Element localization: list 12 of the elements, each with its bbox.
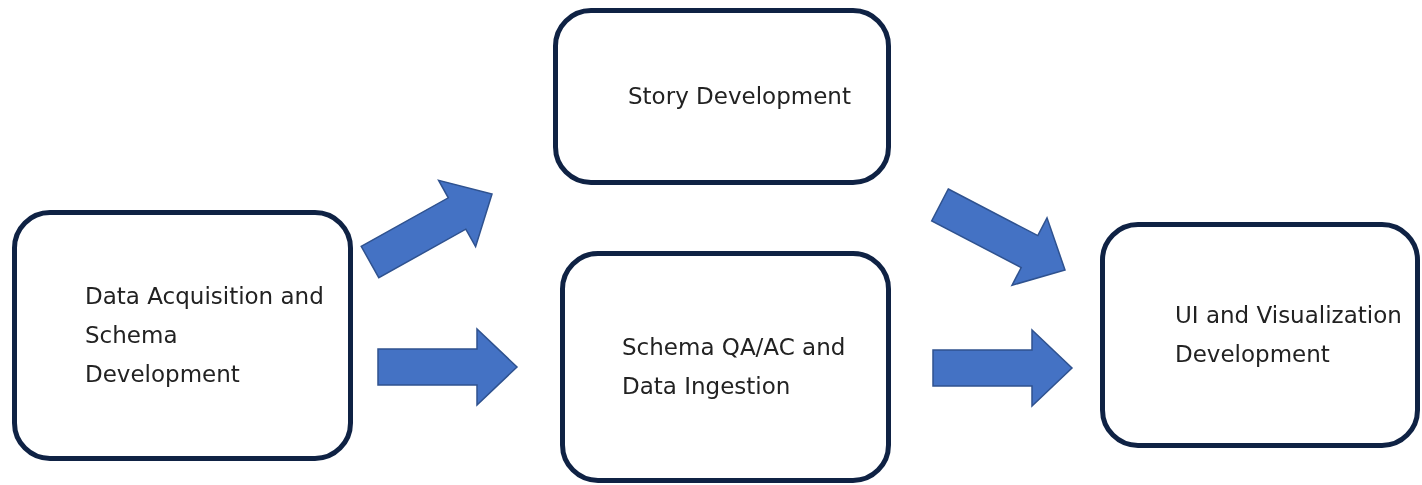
process-box (560, 251, 891, 483)
process-box (12, 210, 353, 461)
block-arrow (360, 179, 493, 279)
box-label: Story Development (628, 82, 852, 111)
process-box (1100, 222, 1420, 448)
block-arrow (930, 188, 1066, 287)
box-label: Data Acquisition and Schema Development (85, 282, 325, 389)
box-label: UI and Visualization Development (1175, 301, 1403, 369)
process-box (553, 8, 891, 185)
block-arrow (932, 328, 1074, 408)
block-arrow (377, 327, 519, 407)
box-label: Schema QA/AC and Data Ingestion (622, 333, 847, 401)
